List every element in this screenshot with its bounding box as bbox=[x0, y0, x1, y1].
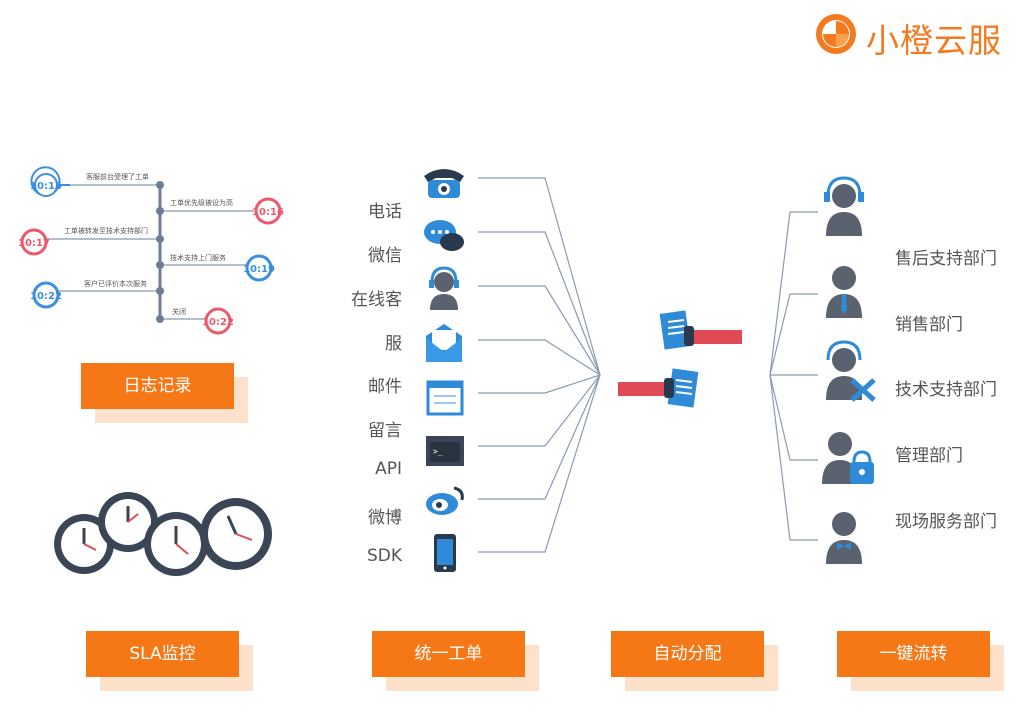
log-entry: 客户已评价本次服务 10:22 bbox=[30, 279, 164, 309]
channel-label: 邮件 bbox=[368, 377, 402, 397]
chat-bubbles-icon bbox=[424, 220, 464, 251]
department-label: 管理部门 bbox=[895, 446, 963, 466]
tie-person-icon bbox=[826, 266, 862, 318]
department-label: 销售部门 bbox=[895, 315, 963, 335]
log-entry-time: 10:19 bbox=[243, 264, 275, 275]
log-label: 日志记录 bbox=[81, 363, 248, 423]
department-label: 售后支持部门 bbox=[895, 249, 997, 269]
brand-name: 小橙云服 bbox=[866, 21, 1002, 60]
log-entry-text: 客服前台受理了工单 bbox=[86, 172, 149, 181]
log-entry: 工单优先级被设为高 10:16 bbox=[156, 197, 284, 225]
channel-label: 电话 bbox=[368, 202, 402, 222]
one-click-transfer-label: 一键流转 bbox=[837, 631, 1004, 691]
channel-label: SDK bbox=[366, 546, 402, 566]
department-label: 技术支持部门 bbox=[895, 380, 997, 400]
log-entry-time: 10:17 bbox=[18, 238, 50, 249]
terminal-icon: >_ bbox=[426, 436, 464, 466]
email-icon bbox=[426, 324, 462, 362]
channel-label: 留言 bbox=[368, 421, 402, 441]
tech-support-icon bbox=[826, 340, 876, 402]
channel-icons: >_ bbox=[424, 169, 464, 572]
notepad-icon bbox=[426, 380, 464, 416]
department-icons bbox=[822, 176, 876, 564]
log-entry-time: 10:16 bbox=[252, 207, 284, 218]
headset-agent-icon bbox=[429, 266, 459, 310]
weibo-icon bbox=[426, 486, 464, 515]
log-entry: 工单被转发至技术支持部门 10:17 bbox=[18, 226, 164, 256]
svg-text:>_: >_ bbox=[433, 447, 443, 456]
channel-label: 微博 bbox=[368, 508, 402, 528]
mobile-phone-icon bbox=[434, 534, 456, 572]
log-entry: 关闭 10:22 bbox=[156, 307, 234, 335]
channel-label: 微信 bbox=[368, 246, 402, 266]
channel-label: API bbox=[375, 459, 402, 479]
headset-agent-icon bbox=[824, 176, 864, 236]
log-entry-text: 工单被转发至技术支持部门 bbox=[64, 226, 148, 235]
log-entry-text: 工单优先级被设为高 bbox=[170, 198, 233, 207]
log-entry: 技术支持上门服务 10:19 bbox=[156, 253, 275, 282]
telephone-icon bbox=[424, 169, 464, 198]
brand-logo: 小橙云服 bbox=[814, 12, 1019, 60]
clocks-icon bbox=[54, 492, 272, 576]
log-entry-time: 10:22 bbox=[30, 291, 62, 302]
log-entry-text: 技术支持上门服务 bbox=[170, 253, 226, 262]
log-timeline: 客服前台受理了工单 10:15 工单优先级被设为高 10:16 工单被转发至技术… bbox=[18, 166, 284, 335]
channel-label: 服 bbox=[385, 334, 402, 354]
manager-lock-icon bbox=[822, 432, 874, 484]
log-entry: 客服前台受理了工单 10:15 bbox=[30, 166, 164, 197]
log-entry-text: 关闭 bbox=[172, 307, 186, 316]
document-handoff-icon bbox=[618, 310, 742, 408]
department-label: 现场服务部门 bbox=[895, 512, 997, 532]
log-entry-time: 10:22 bbox=[202, 317, 234, 328]
auto-dispatch-label: 自动分配 bbox=[611, 631, 778, 691]
log-entry-time: 10:15 bbox=[30, 181, 62, 192]
channel-label: 在线客 bbox=[351, 290, 402, 310]
log-entry-text: 客户已评价本次服务 bbox=[84, 279, 147, 288]
bowtie-person-icon bbox=[826, 512, 862, 564]
unified-ticket-label: 统一工单 bbox=[372, 631, 539, 691]
orange-slice-icon bbox=[816, 14, 856, 54]
sla-label: SLA监控 bbox=[86, 631, 253, 691]
